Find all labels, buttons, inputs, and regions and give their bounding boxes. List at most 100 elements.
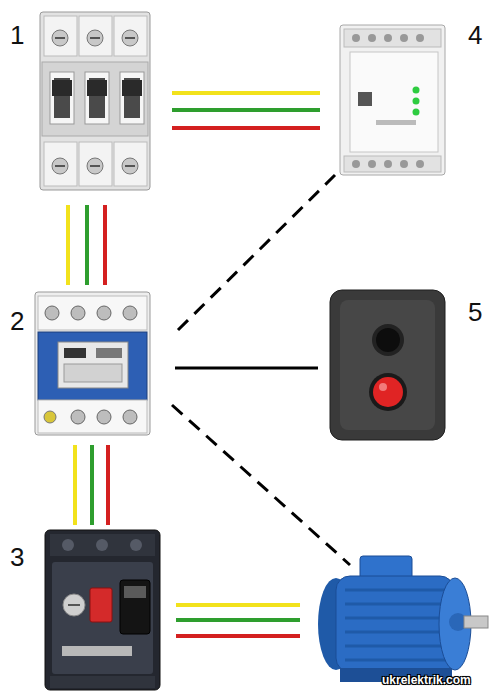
wire bbox=[106, 445, 110, 525]
illustration-part bbox=[413, 109, 420, 116]
wire bbox=[178, 175, 335, 330]
wire-connector bbox=[68, 205, 105, 285]
callout-number: 1 bbox=[10, 22, 24, 48]
device-box: 3 bbox=[45, 530, 160, 690]
illustration-part bbox=[176, 634, 300, 638]
illustration-part bbox=[416, 160, 424, 168]
callout-number: 5 bbox=[468, 299, 482, 325]
illustration-part bbox=[336, 576, 454, 672]
illustration-part bbox=[123, 306, 137, 320]
illustration-part bbox=[50, 534, 155, 556]
illustration-part bbox=[38, 296, 147, 330]
illustration-part bbox=[45, 306, 59, 320]
wire bbox=[103, 205, 107, 285]
wire bbox=[85, 205, 89, 285]
illustration-part bbox=[62, 646, 132, 656]
illustration-part bbox=[344, 29, 441, 47]
illustration-part bbox=[369, 373, 407, 411]
illustration-part bbox=[52, 80, 72, 96]
watermark: ukrelektrik.com bbox=[382, 673, 471, 687]
push-button-station bbox=[330, 290, 445, 440]
illustration-part bbox=[464, 616, 488, 628]
motor-breaker bbox=[45, 530, 160, 690]
wire bbox=[90, 445, 94, 525]
illustration-part bbox=[384, 160, 392, 168]
electric-motor bbox=[318, 556, 488, 682]
motor-wires bbox=[172, 405, 350, 636]
illustration-part bbox=[413, 98, 420, 105]
illustration-part bbox=[44, 411, 56, 423]
illustration-part bbox=[38, 400, 147, 433]
illustration-part bbox=[400, 34, 408, 42]
illustration-part bbox=[352, 34, 360, 42]
illustration-part bbox=[71, 306, 85, 320]
illustration-part bbox=[35, 292, 150, 435]
illustration-part bbox=[63, 594, 85, 616]
illustration-part bbox=[345, 645, 448, 648]
illustration-part bbox=[340, 25, 445, 175]
device-box: 4 bbox=[340, 25, 445, 175]
illustration-part bbox=[97, 306, 111, 320]
illustration-part bbox=[87, 30, 103, 46]
wire bbox=[172, 91, 320, 95]
device-box: 1 bbox=[40, 12, 150, 190]
wire bbox=[73, 445, 77, 525]
illustration-part bbox=[50, 676, 155, 688]
illustration-part bbox=[340, 300, 435, 430]
illustration-part bbox=[368, 160, 376, 168]
illustration-part bbox=[45, 530, 160, 690]
illustration-part bbox=[384, 34, 392, 42]
illustration-part bbox=[400, 160, 408, 168]
illustration-part bbox=[120, 72, 144, 124]
illustration-part bbox=[345, 603, 448, 606]
illustration-part bbox=[38, 332, 147, 400]
illustration-part bbox=[372, 324, 404, 356]
illustration-part bbox=[352, 160, 360, 168]
illustration-part bbox=[176, 618, 300, 622]
illustration-part bbox=[50, 72, 74, 124]
illustration-part bbox=[87, 80, 107, 96]
illustration-part bbox=[114, 142, 147, 186]
illustration-part bbox=[344, 156, 441, 172]
illustration-part bbox=[125, 37, 135, 39]
illustration-part bbox=[90, 37, 100, 39]
illustration-part bbox=[416, 34, 424, 42]
illustration-part bbox=[122, 30, 138, 46]
wire bbox=[66, 205, 70, 285]
illustration-part bbox=[130, 539, 142, 551]
wire-connector bbox=[172, 93, 320, 128]
voltage-relay bbox=[340, 25, 445, 175]
illustration-part bbox=[44, 16, 77, 56]
illustration-part bbox=[373, 377, 403, 407]
illustration-part bbox=[40, 12, 150, 190]
illustration-part bbox=[330, 290, 445, 440]
callout-number: 2 bbox=[10, 308, 24, 334]
illustration-part bbox=[62, 539, 74, 551]
illustration-part bbox=[345, 631, 448, 634]
illustration-part bbox=[413, 87, 420, 94]
illustration-part bbox=[52, 30, 68, 46]
illustration-part bbox=[124, 586, 146, 598]
illustration-part bbox=[42, 62, 148, 136]
illustration-part bbox=[368, 34, 376, 42]
illustration-part bbox=[376, 328, 400, 352]
circuit-breaker bbox=[40, 12, 150, 190]
illustration-part bbox=[64, 348, 86, 358]
illustration-part bbox=[379, 383, 387, 391]
illustration-part bbox=[358, 92, 372, 106]
illustration-part bbox=[87, 158, 103, 174]
illustration-part bbox=[123, 410, 137, 424]
illustration-part bbox=[96, 348, 122, 358]
device-box: 5 bbox=[330, 290, 445, 440]
callout-number: 3 bbox=[10, 544, 24, 570]
illustration-part bbox=[172, 405, 350, 565]
illustration-part bbox=[58, 342, 128, 388]
wire bbox=[172, 108, 320, 112]
illustration-part bbox=[345, 617, 448, 620]
illustration-part bbox=[376, 120, 416, 125]
contactor bbox=[35, 292, 150, 435]
illustration-part bbox=[68, 604, 80, 606]
